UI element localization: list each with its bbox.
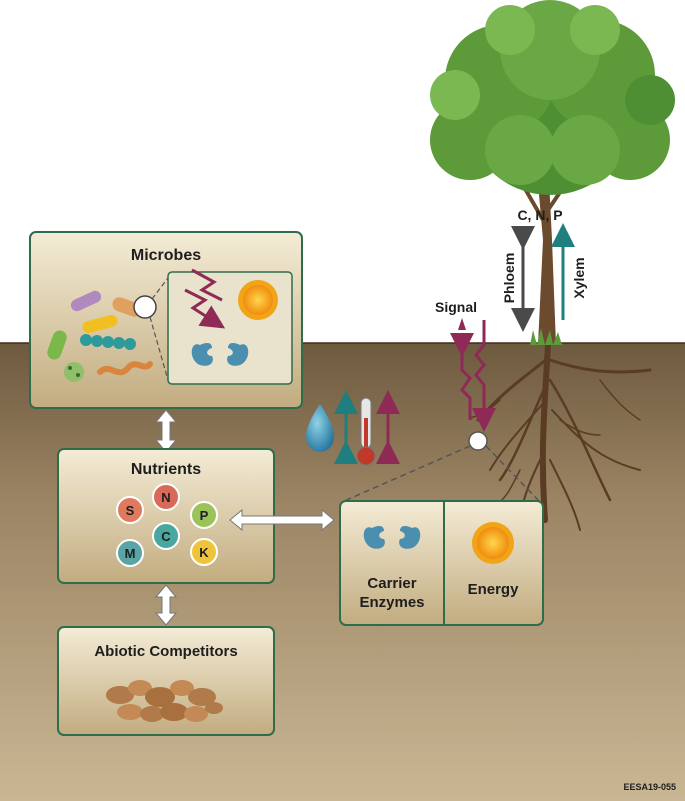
xylem-label: Xylem <box>571 257 587 298</box>
nutrient-symbol-m: M <box>125 546 136 561</box>
sun-icon <box>238 280 278 320</box>
abiotic-box: Abiotic Competitors <box>57 626 275 736</box>
nutrient-ball-n <box>152 483 180 511</box>
tree-trunk <box>536 160 556 345</box>
abiotic-title: Abiotic Competitors <box>94 643 237 660</box>
root-zoom-circle <box>468 431 488 451</box>
rock-icon <box>106 680 223 722</box>
nutrient-symbol-p: P <box>200 508 209 523</box>
phloem-label: Phloem <box>501 253 517 304</box>
enzymes-label: Enzymes <box>359 594 424 611</box>
signal-arrow-down <box>472 320 496 432</box>
root-process-box: Carrier Enzymes Energy <box>339 500 544 626</box>
microbes-box: Microbes <box>29 231 303 409</box>
nutrient-ball-c <box>152 522 180 550</box>
nutrients-box: Nutrients S N P C M K <box>57 448 275 584</box>
figure-code: EESA19-055 <box>623 782 676 792</box>
nutrient-ball-m <box>116 539 144 567</box>
nutrient-ball-k <box>190 538 218 566</box>
nutrient-symbol-k: K <box>199 545 209 560</box>
nutrient-elements: S N P C M K <box>116 483 218 567</box>
microbe-zoom-circle <box>133 295 157 319</box>
signal-label: Signal <box>435 299 477 315</box>
thermometer-icon <box>356 397 376 466</box>
lightning-icon <box>191 268 223 302</box>
tree-canopy <box>430 0 675 195</box>
signal-arrow-up <box>450 333 474 420</box>
enzyme-icon <box>363 526 421 549</box>
carrier-label: Carrier <box>367 575 416 592</box>
sun-icon <box>472 522 514 564</box>
zoom-dash-left <box>341 445 471 503</box>
nutrient-symbol-n: N <box>161 490 170 505</box>
microbes-title: Microbes <box>131 247 201 264</box>
cnp-label: C, N, P <box>517 207 562 223</box>
nutrient-ball-s <box>116 496 144 524</box>
grass-icon <box>530 328 562 345</box>
enzyme-icon <box>191 343 249 366</box>
zoom-dash-right <box>485 445 541 503</box>
nutrient-symbol-c: C <box>161 529 171 544</box>
arrow-nutrients-abiotic <box>154 584 178 626</box>
nutrient-ball-p <box>190 501 218 529</box>
bacteria-icon <box>47 290 153 382</box>
energy-label: Energy <box>468 581 520 598</box>
arrow-nutrients-carrier <box>229 508 335 532</box>
nutrients-title: Nutrients <box>131 461 201 478</box>
nutrient-symbol-s: S <box>126 503 135 518</box>
lightning-icon <box>184 288 226 329</box>
droplet-icon <box>306 404 334 452</box>
signal-arrowhead <box>458 318 466 330</box>
